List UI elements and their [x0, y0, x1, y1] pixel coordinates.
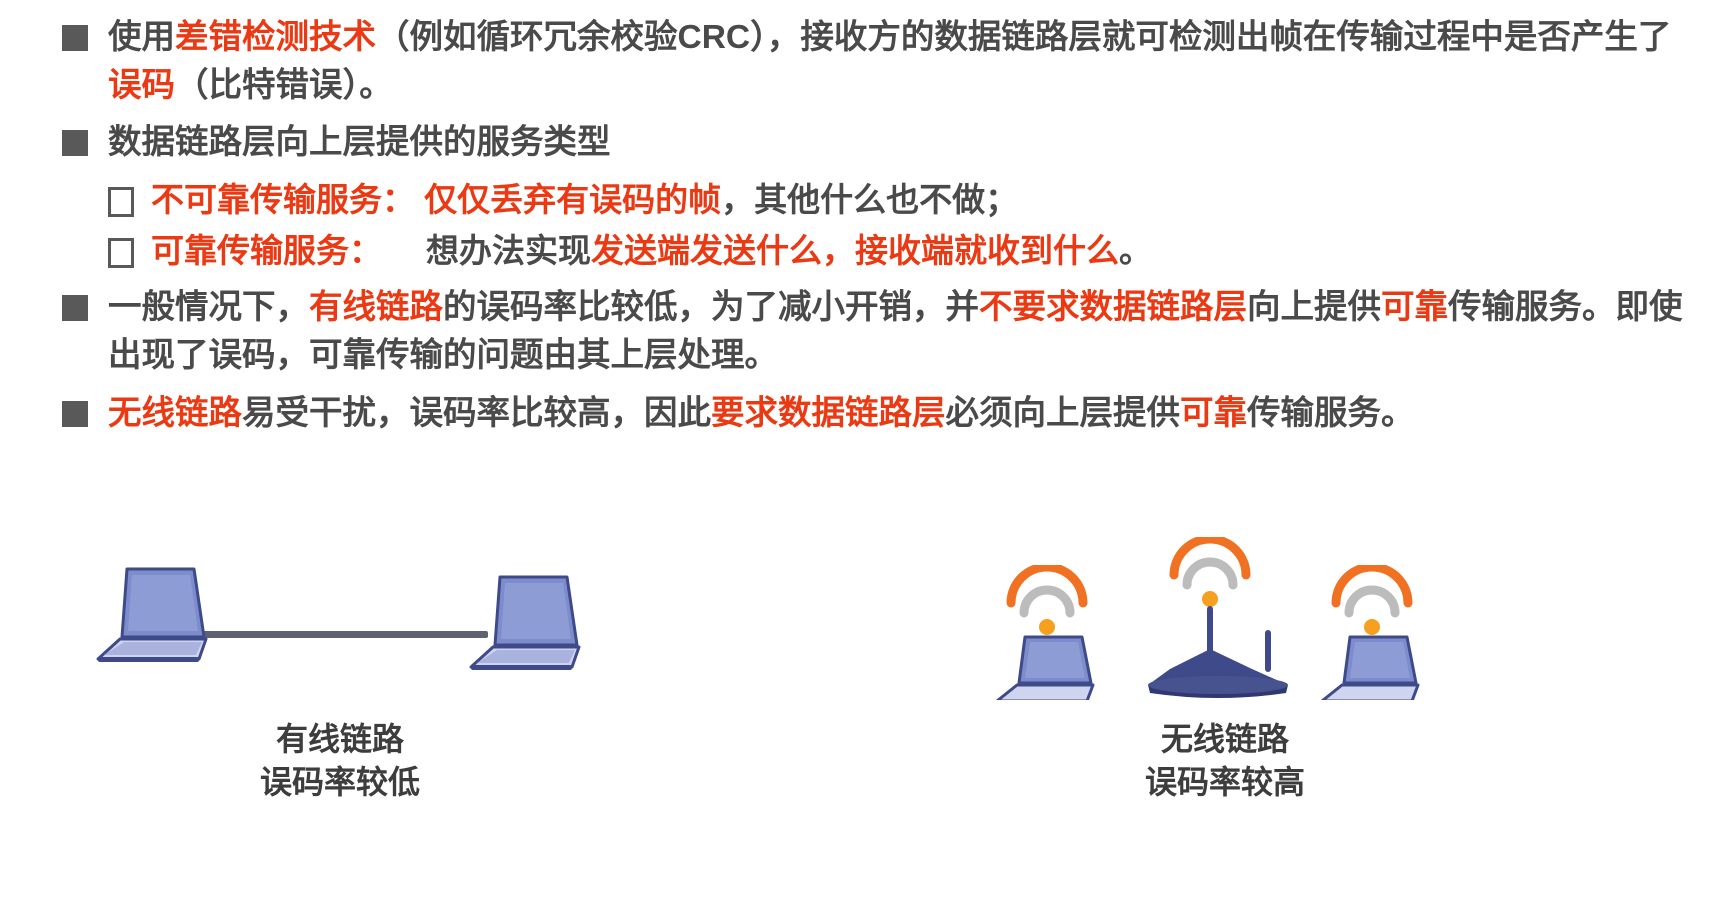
bullet-item-wired-low-ber: 一般情况下，有线链路的误码率比较低，为了减小开销，并不要求数据链路层向上提供可靠… — [62, 284, 1702, 379]
wired-link-caption: 有线链路 误码率较低 — [259, 721, 420, 800]
ethernet-cable-icon — [180, 631, 488, 638]
bullet-item-wireless-high-ber: 无线链路易受干扰，误码率比较高，因此要求数据链路层必须向上层提供可靠传输服务。 — [62, 390, 1702, 438]
wireless-link-caption: 无线链路 误码率较高 — [1144, 721, 1305, 800]
wireless-router-icon — [1140, 534, 1315, 707]
sub-bullet-text: 不可靠传输服务： 仅仅丢弃有误码的帧，其他什么也不做； — [151, 180, 1019, 218]
wireless-laptop-left-icon — [985, 562, 1110, 705]
link-comparison-diagram: 有线链路 误码率较低 — [0, 534, 1735, 901]
bullet-text: 一般情况下，有线链路的误码率比较低，为了减小开销，并不要求数据链路层向上提供可靠… — [108, 289, 1683, 374]
bullet-text: 无线链路易受干扰，误码率比较高，因此要求数据链路层必须向上层提供可靠传输服务。 — [108, 394, 1415, 432]
filled-square-bullet-icon — [62, 400, 88, 427]
bullet-text: 数据链路层向上层提供的服务类型 — [108, 124, 611, 162]
hollow-square-bullet-icon — [108, 186, 134, 217]
sub-bullet-item-reliable-service: 可靠传输服务：想办法实现发送端发送什么，接收端就收到什么。 — [62, 228, 1702, 275]
sub-bullet-text: 可靠传输服务：想办法实现发送端发送什么，接收端就收到什么。 — [151, 231, 1152, 269]
filled-square-bullet-icon — [62, 25, 88, 51]
wireless-laptop-right-icon — [1310, 562, 1435, 705]
filled-square-bullet-icon — [62, 295, 88, 322]
bullet-item-service-types: 数据链路层向上层提供的服务类型 — [62, 119, 1702, 167]
sub-bullet-item-unreliable-service: 不可靠传输服务： 仅仅丢弃有误码的帧，其他什么也不做； — [62, 177, 1702, 224]
wired-laptop-right-icon — [455, 575, 585, 685]
hollow-square-bullet-icon — [108, 237, 134, 268]
bullet-list: 使用差错检测技术（例如循环冗余校验CRC），接收方的数据链路层就可检测出帧在传输… — [62, 14, 1702, 447]
wired-laptop-left-icon — [82, 567, 212, 677]
filled-square-bullet-icon — [62, 130, 88, 157]
bullet-text: 使用差错检测技术（例如循环冗余校验CRC），接收方的数据链路层就可检测出帧在传输… — [108, 19, 1672, 104]
bullet-item-error-detection: 使用差错检测技术（例如循环冗余校验CRC），接收方的数据链路层就可检测出帧在传输… — [62, 14, 1702, 109]
